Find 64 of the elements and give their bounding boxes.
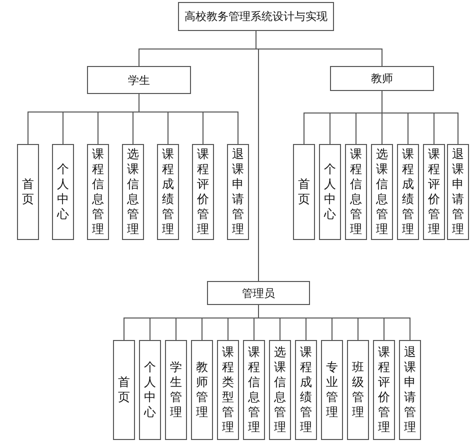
module-box bbox=[139, 340, 161, 440]
module-box bbox=[165, 340, 187, 440]
node-label: 课程评价管理 bbox=[196, 147, 210, 237]
module-box bbox=[113, 340, 135, 440]
module-box bbox=[373, 340, 395, 440]
node-label: 选课信息管理 bbox=[376, 147, 388, 237]
module-box bbox=[371, 144, 393, 240]
module-box bbox=[191, 340, 213, 440]
module-box bbox=[192, 144, 214, 240]
module-box bbox=[397, 144, 419, 240]
module-box bbox=[399, 340, 421, 440]
node-label: 管理员 bbox=[242, 286, 275, 300]
node-label: 课程成绩管理 bbox=[162, 147, 174, 237]
role-box bbox=[330, 66, 434, 91]
module-box bbox=[243, 340, 265, 440]
node-label: 专业管理 bbox=[326, 360, 338, 420]
node-label: 个人中心 bbox=[144, 360, 156, 420]
module-box bbox=[217, 340, 239, 440]
node-label: 首页 bbox=[118, 375, 130, 405]
title-text: 高校教务管理系统设计与实现 bbox=[184, 9, 328, 24]
node-label: 课程成绩管理 bbox=[402, 147, 414, 237]
node-label: 课程信息管理 bbox=[350, 147, 362, 237]
node-label: 退课申请管理 bbox=[452, 147, 464, 237]
role-box bbox=[87, 66, 191, 94]
connector-line bbox=[256, 30, 259, 282]
module-box bbox=[345, 144, 367, 240]
module-box bbox=[157, 144, 179, 240]
node-label: 教师 bbox=[371, 71, 393, 86]
node-label: 班级管理 bbox=[352, 360, 364, 420]
module-box bbox=[321, 340, 343, 440]
connector-line bbox=[138, 94, 238, 144]
module-box bbox=[293, 144, 315, 240]
node-label: 个人中心 bbox=[56, 162, 70, 222]
role-box bbox=[207, 281, 310, 305]
module-box bbox=[423, 144, 445, 240]
module-box bbox=[295, 340, 317, 440]
connector-line bbox=[382, 90, 458, 144]
node-label: 选课信息管理 bbox=[126, 147, 140, 237]
node-label: 课程类型管理 bbox=[222, 345, 234, 435]
module-box bbox=[447, 144, 469, 240]
node-label: 教师管理 bbox=[196, 360, 208, 420]
node-label: 学生管理 bbox=[170, 360, 182, 420]
module-box bbox=[122, 144, 144, 240]
module-box bbox=[227, 144, 249, 240]
module-box bbox=[52, 144, 74, 240]
title-box bbox=[178, 2, 334, 31]
node-label: 退课申请管理 bbox=[232, 147, 244, 237]
node-label: 个人中心 bbox=[324, 162, 336, 222]
node-label: 选课信息管理 bbox=[274, 345, 286, 435]
node-label: 课程评价管理 bbox=[428, 147, 440, 237]
node-label: 课程评价管理 bbox=[378, 345, 390, 435]
node-label: 课程成绩管理 bbox=[300, 345, 312, 435]
connector-line bbox=[258, 304, 410, 340]
module-box bbox=[269, 340, 291, 440]
module-box bbox=[17, 144, 39, 240]
node-label: 首页 bbox=[298, 177, 310, 207]
node-label: 学生 bbox=[128, 72, 150, 88]
module-box bbox=[347, 340, 369, 440]
module-box bbox=[319, 144, 341, 240]
node-label: 课程信息管理 bbox=[248, 345, 260, 435]
module-box bbox=[87, 144, 109, 240]
node-label: 课程信息管理 bbox=[92, 147, 104, 237]
node-label: 退课申请管理 bbox=[404, 345, 416, 435]
node-label: 首页 bbox=[22, 177, 34, 207]
